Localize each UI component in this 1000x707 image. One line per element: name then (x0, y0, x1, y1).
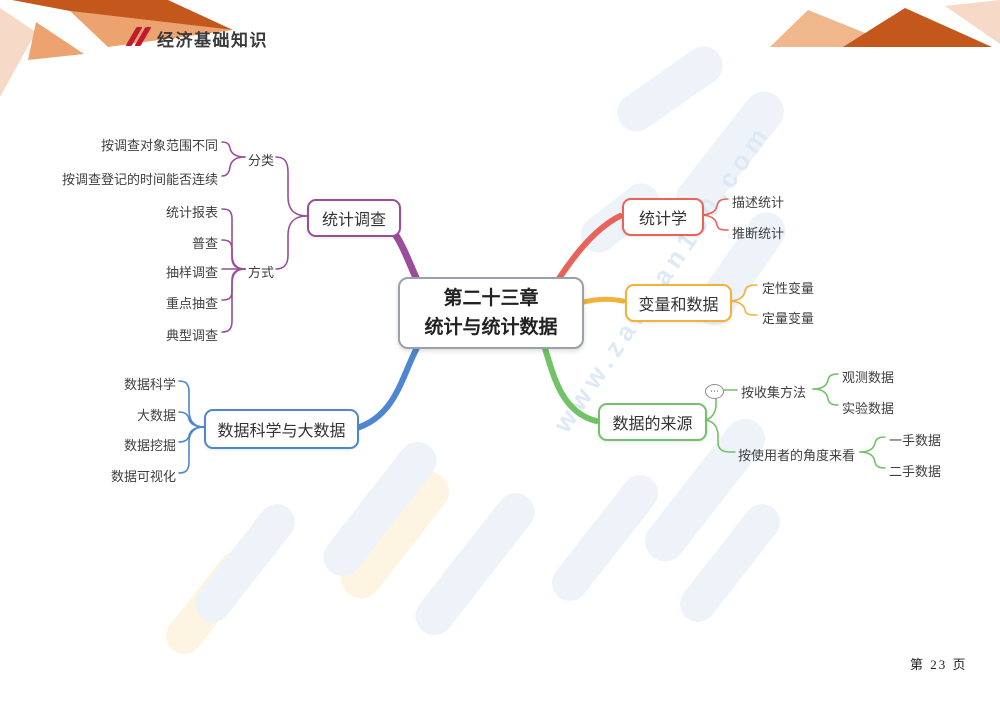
leaf-big-data: 大数据 (136, 408, 176, 423)
leaf-second-hand-data: 二手数据 (889, 464, 942, 479)
center-topic-node: 第二十三章 统计与统计数据 (398, 277, 584, 349)
leaf-by-survey-scope: 按调查对象范围不同 (100, 138, 218, 153)
corner-decoration-left (0, 0, 233, 97)
leaf-qualitative-variable: 定性变量 (762, 281, 815, 296)
branch-node-survey-label: 统计调查 (321, 212, 386, 229)
leaf-census: 普查 (191, 236, 218, 251)
branch-node-data-science: 数据科学与大数据 (204, 409, 359, 449)
center-topic-line1: 第二十三章 (443, 287, 539, 309)
leaf-descriptive-statistics: 描述统计 (732, 195, 785, 210)
center-topic-line2: 统计与统计数据 (424, 317, 558, 338)
leaf-quantitative-variable: 定量变量 (762, 311, 815, 326)
leaf-experimental-data: 实验数据 (842, 401, 895, 416)
group-label-method: 方式 (248, 265, 275, 280)
leaf-key-point-check: 重点抽查 (165, 296, 218, 311)
branch-lines-data-sources (541, 342, 886, 469)
group-label-by-collection-method: 按收集方法 (741, 385, 807, 400)
branch-node-statistics: 统计学 (622, 198, 704, 236)
leaf-typical-survey: 典型调查 (165, 328, 218, 343)
branch-node-variables: 变量和数据 (625, 284, 732, 322)
branch-node-variables-label: 变量和数据 (638, 297, 719, 314)
leaf-data-visualization: 数据可视化 (110, 469, 176, 484)
group-label-by-user-perspective: 按使用者的角度来看 (738, 448, 856, 463)
corner-decoration-right (770, 0, 1000, 47)
page-title: 经济基础知识 (157, 31, 268, 50)
group-label-classification: 分类 (248, 153, 275, 168)
leaf-first-hand-data: 一手数据 (889, 433, 942, 448)
leaf-data-science: 数据科学 (123, 377, 176, 392)
leaf-by-registration-time: 按调查登记的时间能否连续 (61, 172, 218, 187)
leaf-statistical-report: 统计报表 (165, 205, 218, 220)
leaf-observed-data: 观测数据 (842, 370, 895, 385)
leaf-data-mining: 数据挖掘 (123, 438, 176, 453)
branch-lines-survey (221, 141, 421, 333)
branch-lines-data-science (178, 341, 422, 474)
leaf-sampling-survey: 抽样调查 (165, 265, 218, 280)
branch-node-survey: 统计调查 (307, 199, 401, 237)
branch-lines-statistics (555, 198, 729, 283)
branch-node-data-science-label: 数据科学与大数据 (217, 423, 346, 440)
branch-node-statistics-label: 统计学 (638, 211, 687, 228)
branch-node-data-sources-label: 数据的来源 (612, 416, 693, 433)
ellipsis-bubble-icon: ⋯ (705, 384, 724, 399)
leaf-inferential-statistics: 推断统计 (732, 226, 785, 241)
page-number: 第 23 页 (910, 657, 968, 672)
ellipsis-glyph: ⋯ (710, 386, 719, 396)
branch-node-data-sources: 数据的来源 (598, 403, 707, 441)
